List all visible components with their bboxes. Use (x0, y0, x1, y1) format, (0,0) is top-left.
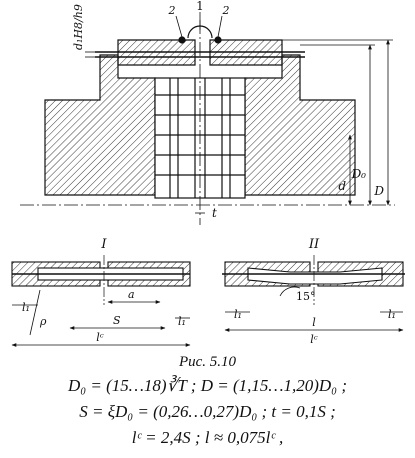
detail-I-rho: ρ (39, 315, 47, 328)
part-2-right-label: 2 (222, 4, 230, 17)
detail-I-l1-right: l₁ (178, 315, 186, 328)
part-2-left-label: 2 (168, 4, 176, 17)
fit-label: d₁H8/h9 (72, 4, 85, 50)
formula-line-1: D₀ = (15…18)∛T ; D = (1,15…1,20)D₀ ; (67, 376, 348, 395)
detail-II-title: II (308, 237, 320, 252)
detail-II-l1: l₁ (234, 308, 242, 321)
right-hub (244, 54, 356, 196)
figure-caption: Рис. 5.10 (178, 354, 237, 370)
formula-line-3: lᶜ = 2,4S ; l ≈ 0,075lᶜ , (131, 428, 284, 447)
t-label: t (212, 206, 217, 220)
part-1-label: 1 (196, 0, 204, 13)
formula-line-2: S = ξD₀ = (0,26…0,27)D₀ ; t = 0,1S ; (79, 402, 336, 421)
detail-I-lc: lᶜ (96, 331, 104, 344)
detail-II-angle: 15° (296, 290, 316, 303)
detail-II-l1-right: l₁ (388, 308, 396, 321)
detail-I-a: a (128, 288, 135, 301)
detail-I-S: S (113, 314, 121, 327)
main-view (20, 20, 395, 225)
detail-II-lc: lᶜ (310, 333, 318, 346)
detail-II (222, 255, 405, 332)
D0-label: D₀ (351, 167, 367, 181)
detail-I (11, 255, 191, 347)
detail-II-l: l (312, 316, 316, 329)
detail-I-l1: l₁ (22, 301, 30, 314)
detail-I-title: I (100, 237, 107, 252)
d-label: d (338, 179, 346, 193)
D-label: D (373, 184, 384, 198)
left-hub (44, 54, 156, 196)
